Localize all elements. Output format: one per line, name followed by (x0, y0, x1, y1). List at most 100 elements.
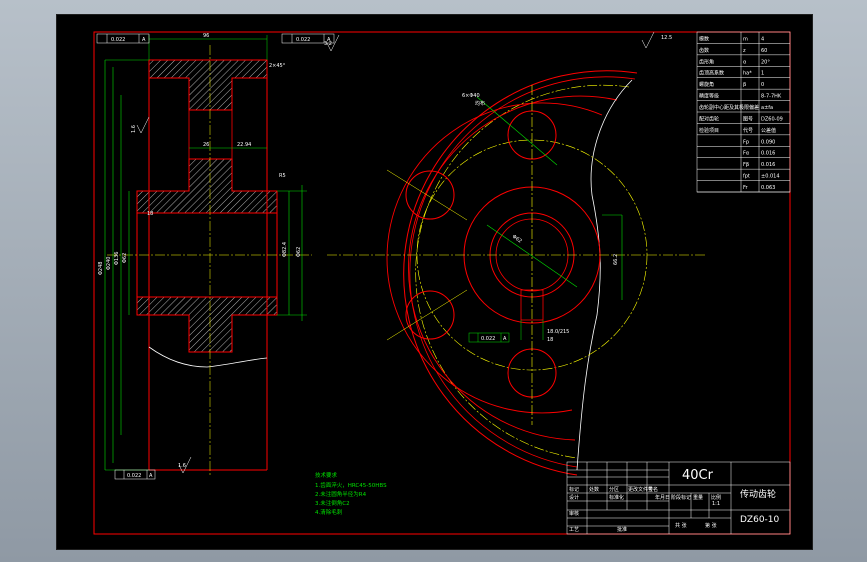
drawing-frame (93, 31, 791, 535)
param-cell: ha* (743, 71, 752, 77)
param-cell: a±fa (761, 105, 773, 111)
dim-hole-pattern: 6×Φ40 (462, 93, 480, 99)
tb-cell-weight: 重量 (693, 494, 703, 501)
param-cell: m (743, 36, 748, 42)
param-cell: Fr (743, 185, 749, 191)
tb-cell-sheet: 第 张 (705, 522, 717, 529)
cad-viewport[interactable]: 96 2×45° 26 22.94 R5 Φ82.4 Φ62 Φ248 Φ240… (56, 14, 813, 550)
tol-right-ref: A (327, 37, 331, 43)
tb-cell-approve: 批准 (617, 526, 627, 533)
rim-top-hatch (148, 59, 268, 111)
tb-cell-sign: 签名 (648, 486, 658, 493)
dim-bore-left: Φ62 (122, 253, 128, 263)
param-cell: 齿轮副中心距及其极限偏差 (699, 104, 759, 111)
dim-bore-front: Φ62 (511, 234, 523, 245)
tol-left-value: 0.022 (111, 37, 125, 43)
tol-frame-left (96, 33, 150, 44)
section-view (104, 35, 312, 475)
tb-cell-change: 更改文件号 (628, 486, 653, 493)
dim-runout-ref: A (503, 336, 507, 342)
param-cell: ±0.014 (761, 174, 780, 180)
dim-hole-note: 均布 (475, 100, 485, 107)
dim-ring2: Φ240 (106, 257, 112, 270)
param-cell: 齿数 (699, 47, 709, 54)
param-cell: z (743, 48, 746, 54)
dim-outer: Φ248 (98, 262, 104, 275)
param-cell: 8-7-7HK (761, 94, 782, 100)
tech-note-3: 3.未注倒角C2 (315, 499, 350, 507)
dim-keyway-depth: 66.2 (613, 254, 619, 265)
tol-left-ref: A (142, 37, 146, 43)
param-cell: 图号 (743, 116, 753, 122)
param-cell: β (743, 82, 746, 88)
title-part-name: 传动齿轮 (740, 488, 776, 500)
param-cell: 0.016 (761, 162, 775, 168)
tol-frame-bottom (114, 469, 156, 480)
param-cell: Fα (743, 151, 750, 157)
gear-drawing: 96 2×45° 26 22.94 R5 Φ82.4 Φ62 Φ248 Φ240… (93, 31, 791, 535)
tb-cell-scale: 比例 (711, 494, 721, 501)
tech-note-1: 1.齿面淬火，HRC45-50HBS (315, 481, 387, 489)
tb-cell-review: 审核 (569, 510, 579, 517)
param-cell: 1 (761, 71, 764, 77)
param-cell: fpt (743, 174, 750, 180)
param-cell: α (743, 59, 747, 65)
tol-right-value: 0.022 (296, 37, 310, 43)
param-cell: 齿顶高系数 (699, 70, 724, 77)
param-cell: 60 (761, 48, 767, 54)
dim-hub-dia: Φ82.4 (282, 242, 288, 257)
tb-cell-mark: 标记 (569, 486, 579, 493)
roughness-2: 1.6 (131, 125, 137, 133)
param-cell: 0.016 (761, 151, 775, 157)
hub-bottom-hatch (136, 296, 278, 353)
tol-frame-right (281, 33, 335, 44)
param-cell: 公差值 (761, 127, 776, 134)
title-scale: 1:1 (712, 501, 720, 507)
dim-width-top: 96 (203, 33, 209, 39)
param-cell: 代号 (743, 127, 753, 134)
tol-bottom-value: 0.022 (127, 473, 141, 479)
tb-cell-total: 共 张 (675, 522, 687, 529)
param-cell: 4 (761, 36, 764, 42)
param-cell: 模数 (699, 35, 709, 42)
tb-cell-design: 设计 (569, 494, 579, 501)
web-top-hatch (136, 158, 278, 214)
param-cell: 检验项目 (699, 127, 719, 134)
dim-bore-right: Φ62 (296, 247, 302, 257)
dim-chamfer: 2×45° (269, 63, 286, 69)
param-cell: 配对齿轮 (699, 115, 719, 122)
roughness-1: 3.2 (324, 41, 332, 47)
tb-cell-standard: 标准化 (609, 494, 624, 501)
break-line (148, 346, 268, 368)
dim-fillet: R5 (279, 173, 286, 179)
param-cell: Fp (743, 139, 749, 145)
param-cell: 齿形角 (699, 58, 714, 65)
param-cell: Fβ (743, 162, 749, 168)
param-cell: 0.063 (761, 185, 775, 191)
tb-cell-process: 工艺 (569, 527, 579, 533)
dim-hub-left: 18 (147, 211, 153, 217)
tech-notes-title: 技术要求 (315, 471, 338, 479)
title-drawing-no: DZ60-10 (740, 515, 780, 525)
dim-keyway-tol: 18.0/215 (547, 329, 569, 335)
dim-keyway-width: 18 (547, 337, 553, 343)
roughness-icon (136, 31, 655, 474)
dim-runout: 0.022 (481, 336, 495, 342)
param-cell: 螺旋角 (699, 81, 714, 88)
tb-cell-date: 年月日 (655, 494, 670, 501)
dim-web-dim: 22.94 (237, 142, 251, 148)
param-cell: DZ60-09 (761, 116, 783, 122)
param-cell: 精度等级 (699, 93, 719, 100)
tech-note-2: 2.未注圆角半径为R4 (315, 490, 367, 498)
dim-web-thickness: 26 (203, 142, 209, 148)
title-material: 40Cr (682, 468, 714, 483)
tol-bottom-ref: A (149, 473, 153, 479)
param-cell: 0 (761, 82, 764, 88)
front-view (327, 70, 707, 476)
param-cell: 0.090 (761, 139, 775, 145)
tb-cell-stage: 阶段标记 (671, 494, 691, 501)
tb-cell-count: 处数 (589, 486, 599, 493)
roughness-top-right: 12.5 (661, 35, 672, 41)
tech-note-4: 4.清除毛刺 (315, 508, 343, 516)
